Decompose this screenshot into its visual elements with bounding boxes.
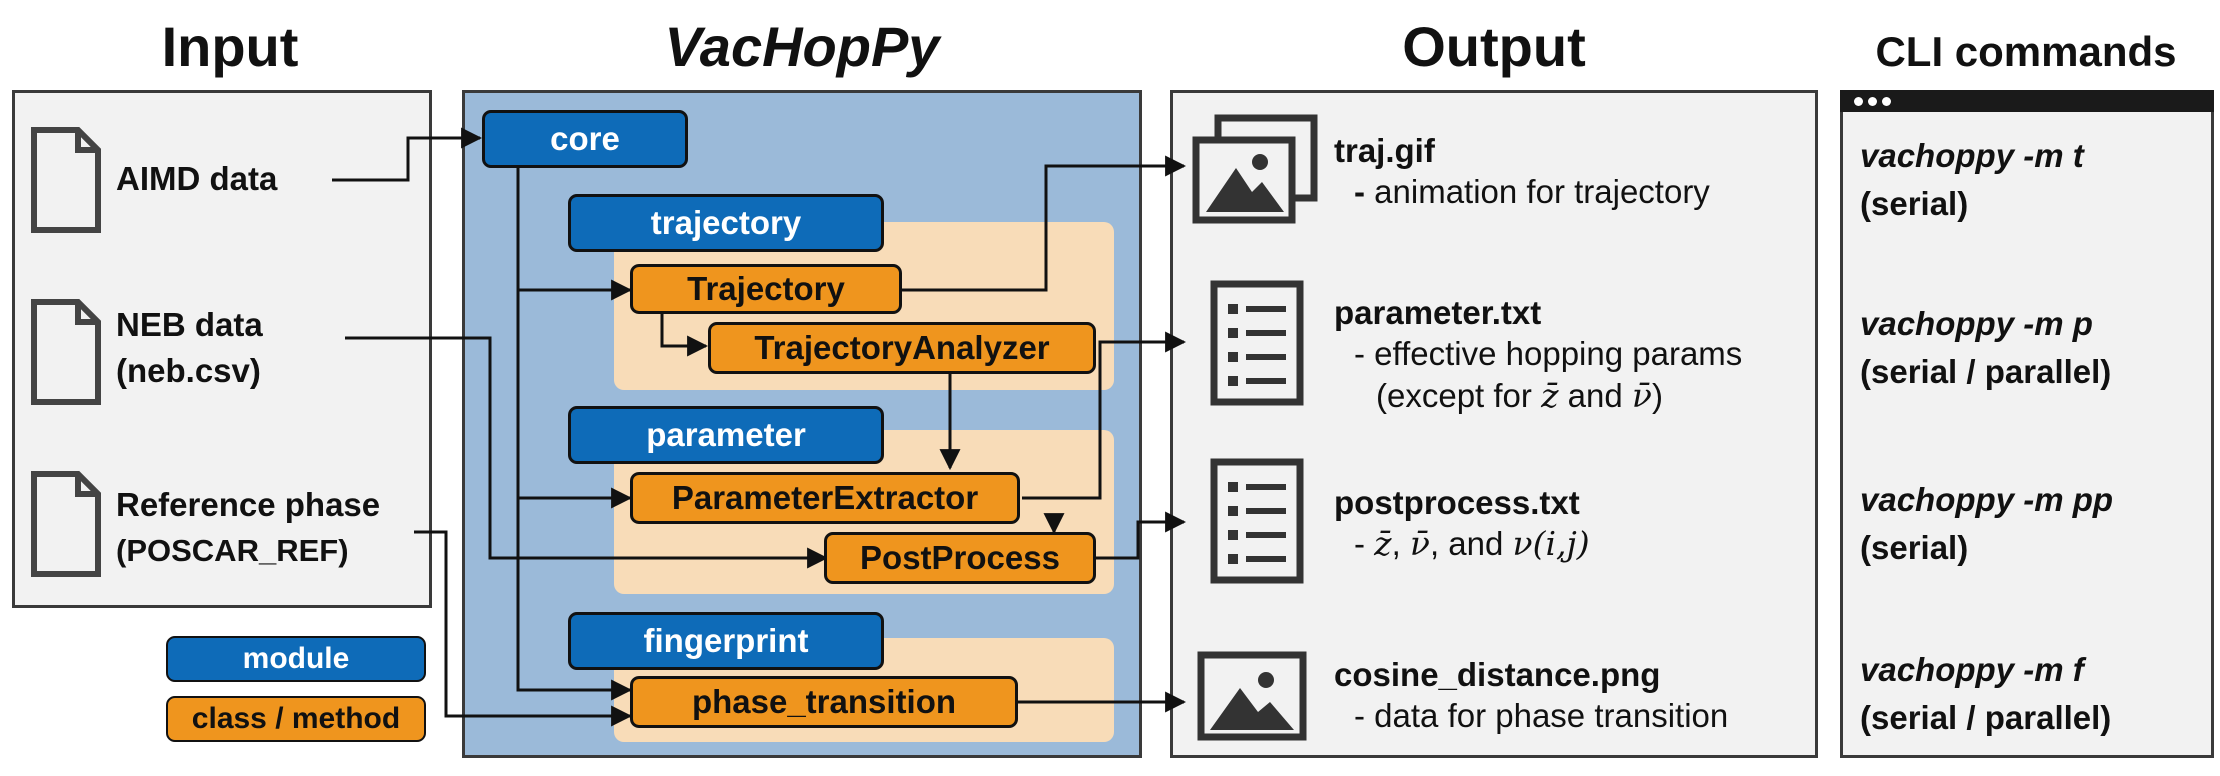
output-desc-text: effective hopping params [1374,335,1743,372]
zbar-symbol: z̄ [1541,376,1559,415]
cli-postprocess: vachoppy -m pp (serial) [1860,476,2113,572]
input-label: AIMD data [116,160,278,197]
cli-command: vachoppy -m t [1860,137,2084,174]
terminal-window-icon [1840,90,2214,112]
cli-command: vachoppy -m pp [1860,481,2114,518]
input-aimd: AIMD data [116,156,277,202]
cli-mode: (serial) [1860,185,1969,222]
file-icon [31,127,101,233]
module-core: core [482,110,688,168]
module-parameter: parameter [568,406,884,464]
cli-parameter: vachoppy -m p (serial / parallel) [1860,300,2111,396]
desc-part: and [1558,377,1632,414]
input-reference: Reference phase (POSCAR_REF) [116,482,380,574]
vachoppy-heading: VacHopPy [664,15,940,78]
output-description-2: (except for z̄ and ν̄) [1334,374,1742,418]
output-desc-text: animation for trajectory [1374,173,1710,210]
nu-ij-symbol: ν(i,j) [1512,524,1590,563]
list-icon [1210,458,1304,584]
cli-command: vachoppy -m p [1860,305,2093,342]
desc-part: , [1391,525,1410,562]
class-trajectory-analyzer: TrajectoryAnalyzer [708,322,1096,374]
nubar-symbol: ν̄ [1631,376,1652,415]
output-filename: traj.gif [1334,132,1435,169]
class-phase-transition: phase_transition [630,676,1018,728]
output-description: - effective hopping params [1334,332,1742,376]
cli-command: vachoppy -m f [1860,651,2084,688]
desc-part: , and [1429,525,1513,562]
input-heading: Input [161,15,299,78]
class-postprocess: PostProcess [824,532,1096,584]
output-dash: - [1354,335,1375,372]
output-dash: - [1354,173,1375,210]
input-label: Reference phase [116,486,381,523]
output-filename: cosine_distance.png [1334,656,1661,693]
output-desc-text: data for phase transition [1374,697,1729,734]
output-description: - z̄, ν̄, and ν(i,j) [1334,522,1590,566]
input-label: NEB data [116,306,263,343]
cli-mode: (serial) [1860,529,1969,566]
output-traj: traj.gif - animation for trajectory [1334,132,1710,214]
output-filename: parameter.txt [1334,294,1542,331]
list-icon [1210,280,1304,406]
output-cosine: cosine_distance.png - data for phase tra… [1334,656,1728,738]
output-filename: postprocess.txt [1334,484,1580,521]
output-postprocess: postprocess.txt - z̄, ν̄, and ν(i,j) [1334,484,1590,566]
cli-mode: (serial / parallel) [1860,353,2112,390]
cli-fingerprint: vachoppy -m f (serial / parallel) [1860,646,2111,742]
desc-part: ) [1651,377,1663,414]
cli-panel [1840,90,2214,758]
output-description: - data for phase transition [1334,694,1728,738]
image-icon [1192,114,1318,224]
nubar-symbol: ν̄ [1409,524,1430,563]
file-icon [31,299,101,405]
cli-heading: CLI commands [1875,28,2177,75]
module-trajectory: trajectory [568,194,884,252]
output-dash: - [1354,697,1375,734]
module-fingerprint: fingerprint [568,612,884,670]
output-dash: - [1354,525,1375,562]
legend-module: module [166,636,426,682]
desc-part: (except for [1376,377,1542,414]
input-panel [12,90,432,608]
input-neb: NEB data (neb.csv) [116,302,263,394]
output-description: - animation for trajectory [1334,170,1710,214]
input-sublabel: (POSCAR_REF) [116,533,349,568]
output-heading: Output [1402,15,1586,78]
file-icon [31,471,101,577]
class-trajectory: Trajectory [630,264,902,314]
image-icon [1197,651,1307,741]
cli-mode: (serial / parallel) [1860,699,2112,736]
input-sublabel: (neb.csv) [116,352,261,389]
output-parameter: parameter.txt - effective hopping params… [1334,294,1742,418]
class-parameter-extractor: ParameterExtractor [630,472,1020,524]
legend-class: class / method [166,696,426,742]
cli-trajectory: vachoppy -m t (serial) [1860,132,2084,228]
zbar-symbol: z̄ [1374,524,1392,563]
